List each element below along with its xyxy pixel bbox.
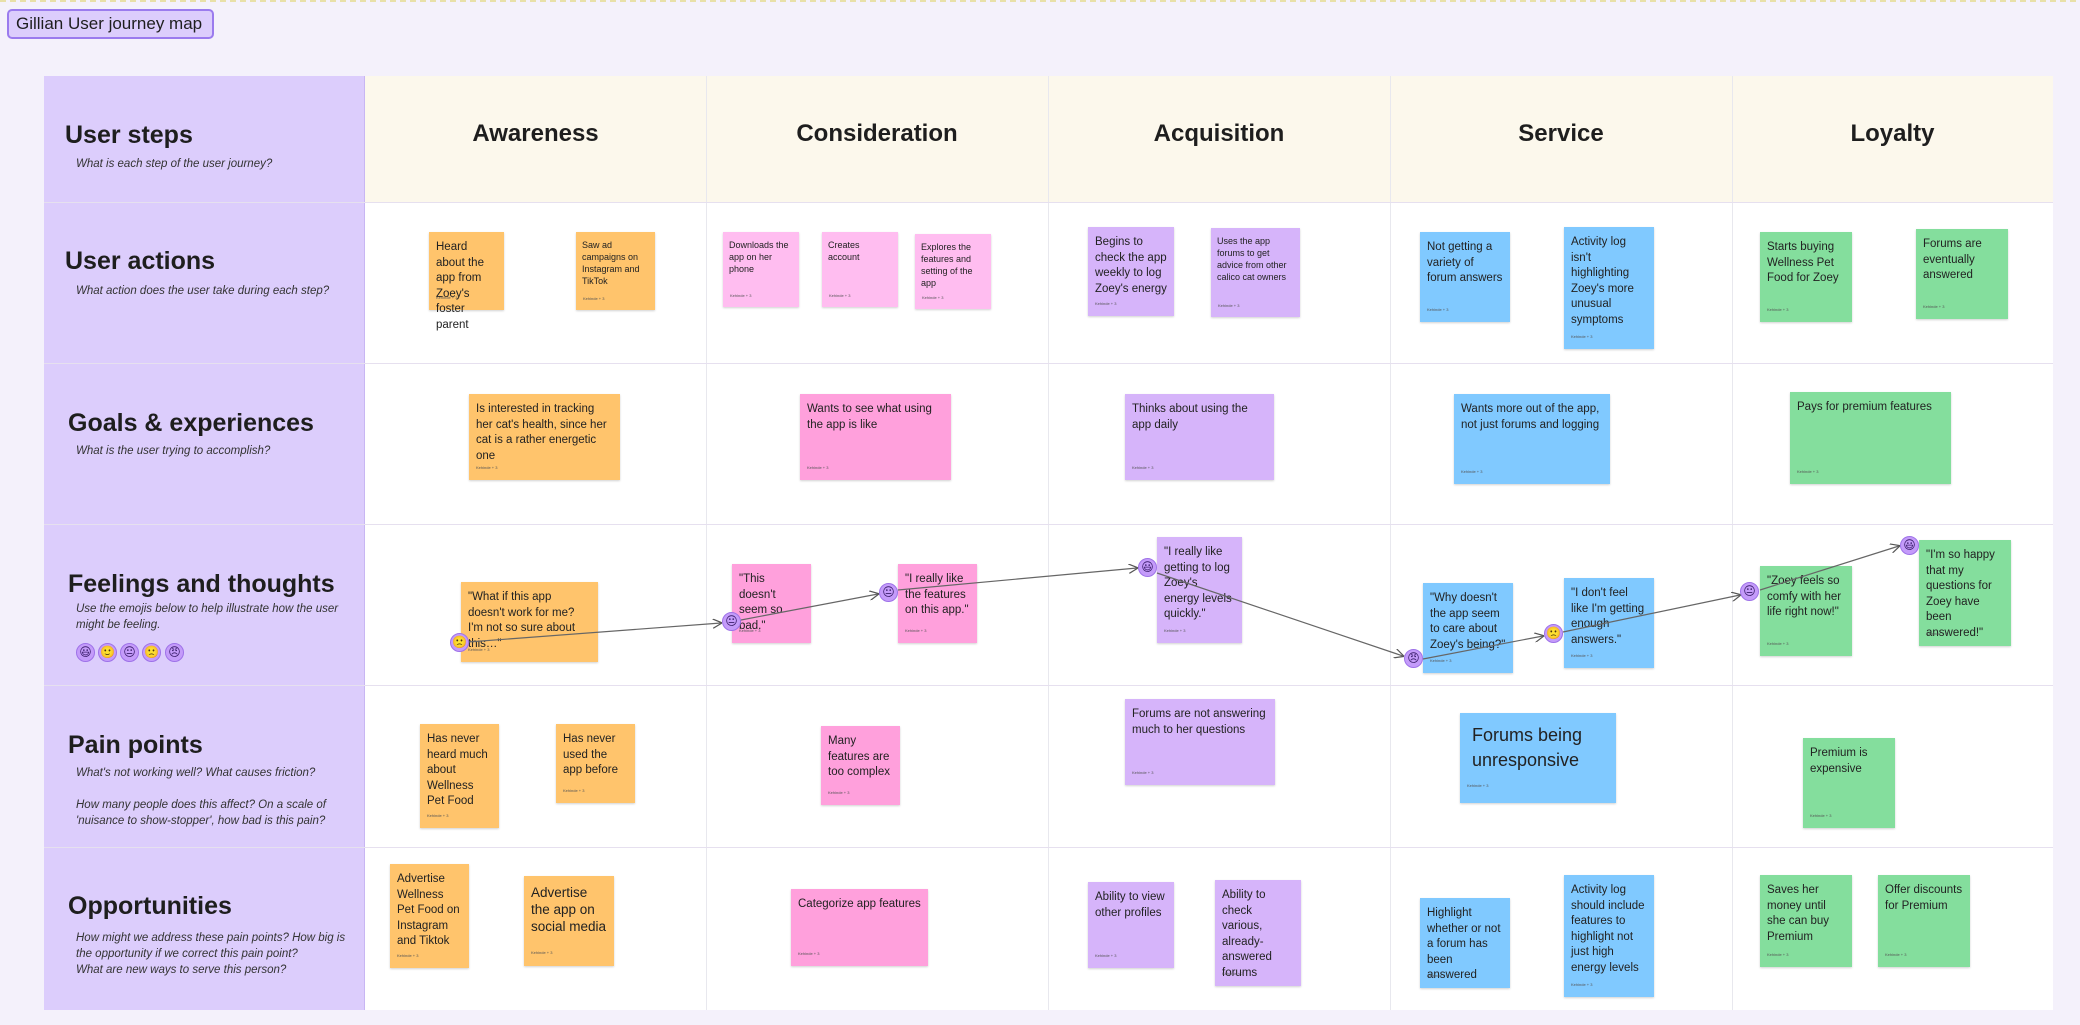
grid-divider — [44, 202, 2053, 203]
sticky-note[interactable]: "I don't feel like I'm getting enough an… — [1564, 578, 1654, 668]
grid-divider — [706, 76, 707, 1010]
grid-divider — [1048, 76, 1049, 1010]
sentiment-very-happy-icon[interactable]: 😃 — [1900, 536, 1919, 555]
sentiment-sad-icon[interactable]: 🙁 — [450, 633, 469, 652]
sentiment-sad-icon[interactable]: 🙁 — [1544, 624, 1563, 643]
stage-service[interactable]: Service — [1518, 120, 1604, 147]
row-subtitle-feelings: Use the emojis below to help illustrate … — [76, 603, 339, 631]
sticky-note[interactable]: Advertise Wellness Pet Food on Instagram… — [390, 864, 469, 968]
row-title-pain-points: Pain points — [68, 731, 203, 759]
grid-divider — [44, 685, 2053, 686]
sticky-note[interactable]: "Why doesn't the app seem to care about … — [1423, 583, 1513, 673]
sticky-note[interactable]: Explores the features and setting of the… — [915, 234, 991, 309]
stage-header-band — [365, 76, 2053, 202]
row-subtitle-pain-points: What's not working well? What causes fri… — [76, 767, 316, 779]
row-title-user-actions: User actions — [65, 247, 216, 275]
emoji-neutral-icon[interactable]: 😐 — [120, 643, 139, 662]
board-title[interactable]: Gillian User journey map — [7, 9, 214, 39]
grid-divider — [1732, 76, 1733, 1010]
sentiment-neutral-icon[interactable]: 😐 — [1740, 582, 1759, 601]
row-subtitle-user-actions: What action does the user take during ea… — [76, 285, 330, 297]
row-subtitle-user-steps: What is each step of the user journey? — [76, 158, 273, 170]
row-title-feelings: Feelings and thoughts — [68, 570, 335, 598]
sticky-note[interactable]: "I'm so happy that my questions for Zoey… — [1919, 540, 2011, 646]
row-subtitle-opportunities-2: What are new ways to serve this person? — [76, 964, 287, 976]
emoji-happy-icon[interactable]: 🙂 — [98, 643, 117, 662]
row-subtitle-goals: What is the user trying to accomplish? — [76, 445, 271, 457]
sticky-note[interactable]: Forums are not answering much to her que… — [1125, 699, 1275, 785]
sticky-note[interactable]: Saw ad campaigns on Instagram and TikTok… — [576, 232, 655, 310]
sticky-note[interactable]: "This doesn't seem so bad."Kehinde + 3 — [732, 564, 811, 643]
row-subtitle-opportunities: How might we address these pain points? … — [76, 932, 346, 960]
sticky-note[interactable]: Starts buying Wellness Pet Food for Zoey… — [1760, 232, 1852, 322]
sticky-note[interactable]: Activity log isn't highlighting Zoey's m… — [1564, 227, 1654, 349]
sticky-note[interactable]: Wants more out of the app, not just foru… — [1454, 394, 1610, 484]
sticky-note[interactable]: Saves her money until she can buy Premiu… — [1760, 875, 1852, 967]
sticky-note[interactable]: "What if this app doesn't work for me? I… — [461, 582, 598, 662]
sticky-note[interactable]: "I really like getting to log Zoey's ene… — [1157, 537, 1242, 643]
sticky-note[interactable]: Heard about the app from Zoey's foster p… — [429, 232, 504, 331]
stage-awareness[interactable]: Awareness — [472, 120, 599, 147]
board-top-border — [0, 0, 2080, 2]
sentiment-neutral-icon[interactable]: 😐 — [722, 612, 741, 631]
row-title-goals: Goals & experiences — [68, 409, 314, 437]
sticky-note[interactable]: "Zoey feels so comfy with her life right… — [1760, 566, 1852, 656]
grid-divider — [44, 847, 2053, 848]
sticky-note[interactable]: Has never heard much about Wellness Pet … — [420, 724, 499, 828]
grid-divider — [1390, 76, 1391, 1010]
row-title-opportunities: Opportunities — [68, 892, 232, 920]
stage-acquisition[interactable]: Acquisition — [1153, 120, 1285, 147]
sticky-note[interactable]: Activity log should include features to … — [1564, 875, 1654, 997]
stage-loyalty[interactable]: Loyalty — [1850, 120, 1935, 147]
grid-divider — [44, 363, 2053, 364]
sticky-note[interactable]: Uses the app forums to get advice from o… — [1211, 228, 1300, 317]
grid-divider — [44, 524, 2053, 525]
emoji-sad-icon[interactable]: 🙁 — [142, 643, 161, 662]
sentiment-neutral-icon[interactable]: 😐 — [879, 583, 898, 602]
sticky-note[interactable]: Highlight whether or not a forum has bee… — [1420, 898, 1510, 988]
sticky-note[interactable]: "I really like the features on this app.… — [898, 564, 977, 643]
row-title-user-steps: User steps — [65, 121, 193, 149]
sticky-note[interactable]: Ability to check various, already-answer… — [1215, 880, 1301, 986]
emoji-very-happy-icon[interactable]: 😃 — [76, 643, 95, 662]
sentiment-very-happy-icon[interactable]: 😃 — [1138, 558, 1157, 577]
emoji-angry-icon[interactable]: 😠 — [165, 643, 184, 662]
sentiment-angry-icon[interactable]: 😠 — [1404, 649, 1423, 668]
row-label-column — [44, 76, 365, 1010]
stage-consideration[interactable]: Consideration — [796, 120, 958, 147]
sticky-note[interactable]: Begins to check the app weekly to log Zo… — [1088, 227, 1174, 316]
row-subtitle-pain-points-2: How many people does this affect? On a s… — [76, 799, 326, 827]
sticky-note[interactable]: Is interested in tracking her cat's heal… — [469, 394, 620, 480]
